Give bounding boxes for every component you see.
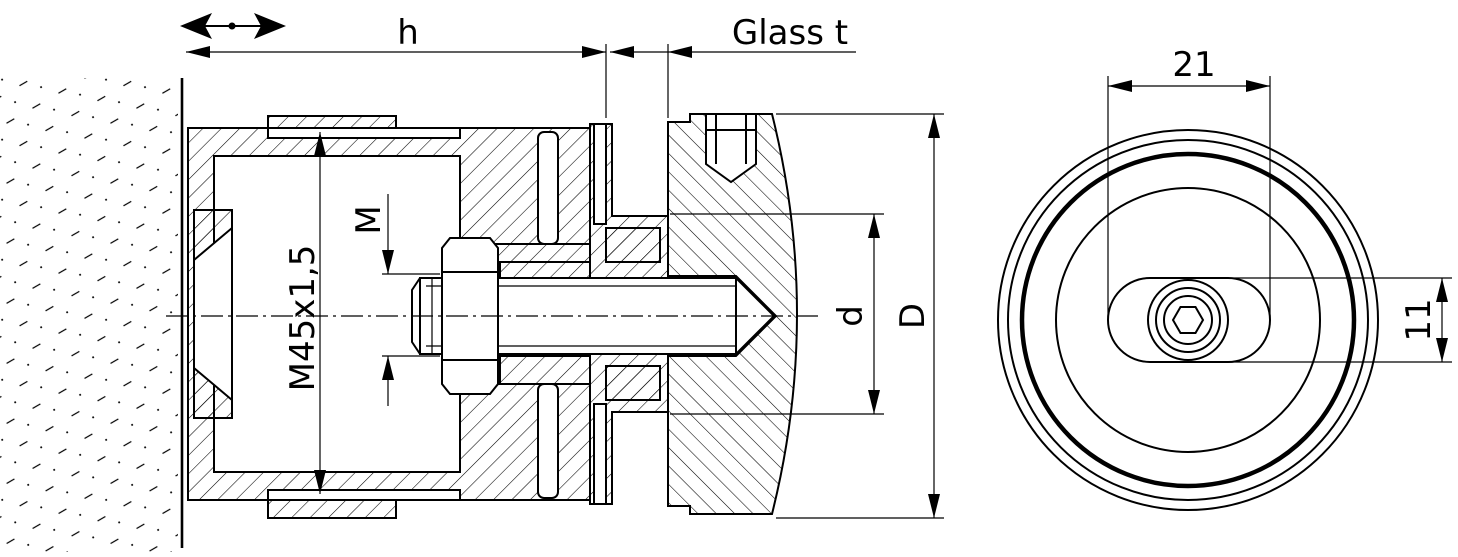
sleeve-bottom	[267, 499, 397, 519]
slot	[1107, 277, 1271, 363]
dim-D-label: D	[893, 303, 933, 329]
dim-d-label: d	[831, 305, 871, 327]
wall	[0, 78, 184, 552]
dim-h-label: h	[397, 13, 419, 53]
inner-face	[1055, 187, 1321, 453]
screw-head	[1147, 279, 1229, 361]
glass-edge-ring	[1019, 151, 1357, 489]
dimension-D: D	[776, 113, 944, 519]
hex-socket-icon	[1171, 306, 1205, 334]
dimension-d: d	[670, 213, 884, 415]
dim-thread-label: M45x1,5	[283, 245, 323, 392]
thread-groove-bottom	[267, 489, 461, 501]
oring-bottom	[537, 383, 559, 499]
sleeve-top	[267, 115, 397, 129]
wall-texture	[0, 78, 178, 552]
thread-groove-top	[267, 127, 461, 139]
dimension-11: 11	[1188, 277, 1452, 363]
dim-11-label: 11	[1399, 298, 1439, 341]
dimension-h: h	[186, 13, 607, 118]
dimension-m: M	[349, 194, 440, 406]
front-view	[997, 129, 1379, 511]
dimension-21: 21	[1107, 45, 1271, 320]
adjustment-arrow-icon	[180, 13, 286, 39]
oring-top	[537, 131, 559, 245]
dimension-thread: M45x1,5	[283, 132, 326, 494]
hex-nut	[441, 237, 499, 395]
dim-glass-t-label: Glass t	[732, 13, 848, 53]
dim-m-label: M	[349, 205, 389, 234]
dimension-glass-t: Glass t	[610, 13, 856, 118]
dim-21-label: 21	[1172, 45, 1215, 85]
outer-rim	[997, 129, 1379, 511]
